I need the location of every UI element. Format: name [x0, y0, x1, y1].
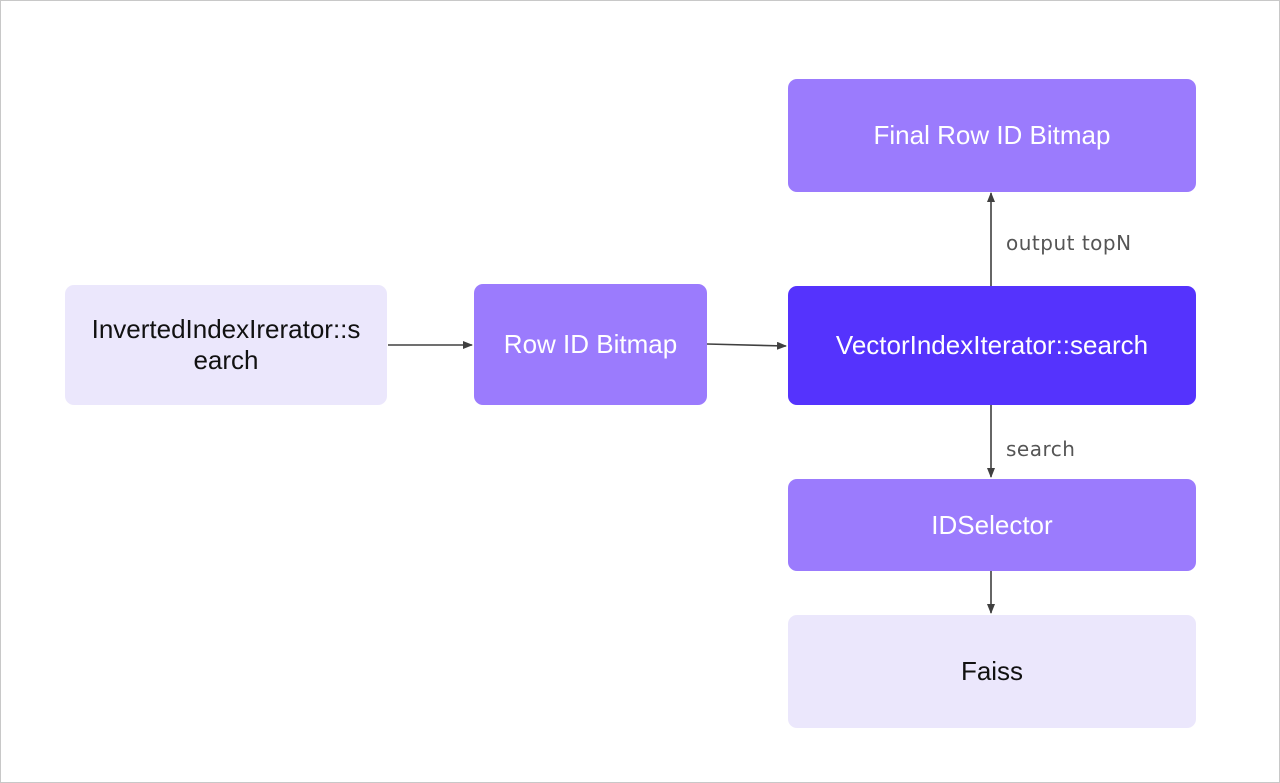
vector-index-iterator-node: VectorIndexIterator::search [788, 286, 1196, 405]
faiss-node: Faiss [788, 615, 1196, 728]
final-row-id-bitmap-node: Final Row ID Bitmap [788, 79, 1196, 192]
final-row-id-bitmap-label: Final Row ID Bitmap [873, 120, 1111, 150]
inverted-index-iterator-label: InvertedIndexIrerator::s earch [91, 314, 361, 375]
row-id-bitmap-label: Row ID Bitmap [503, 329, 678, 359]
edge-label-search: search [1006, 437, 1076, 461]
inverted-index-iterator-node: InvertedIndexIrerator::s earch [65, 285, 387, 405]
id-selector-label: IDSelector [931, 509, 1053, 540]
vector-index-iterator-label: VectorIndexIterator::search [835, 330, 1149, 360]
faiss-label: Faiss [960, 656, 1024, 686]
edge-label-output-topn: output topN [1006, 231, 1132, 255]
edge-bitmap-to-vector [706, 341, 787, 350]
row-id-bitmap-node: Row ID Bitmap [474, 284, 707, 405]
id-selector-node: IDSelector [788, 479, 1196, 571]
